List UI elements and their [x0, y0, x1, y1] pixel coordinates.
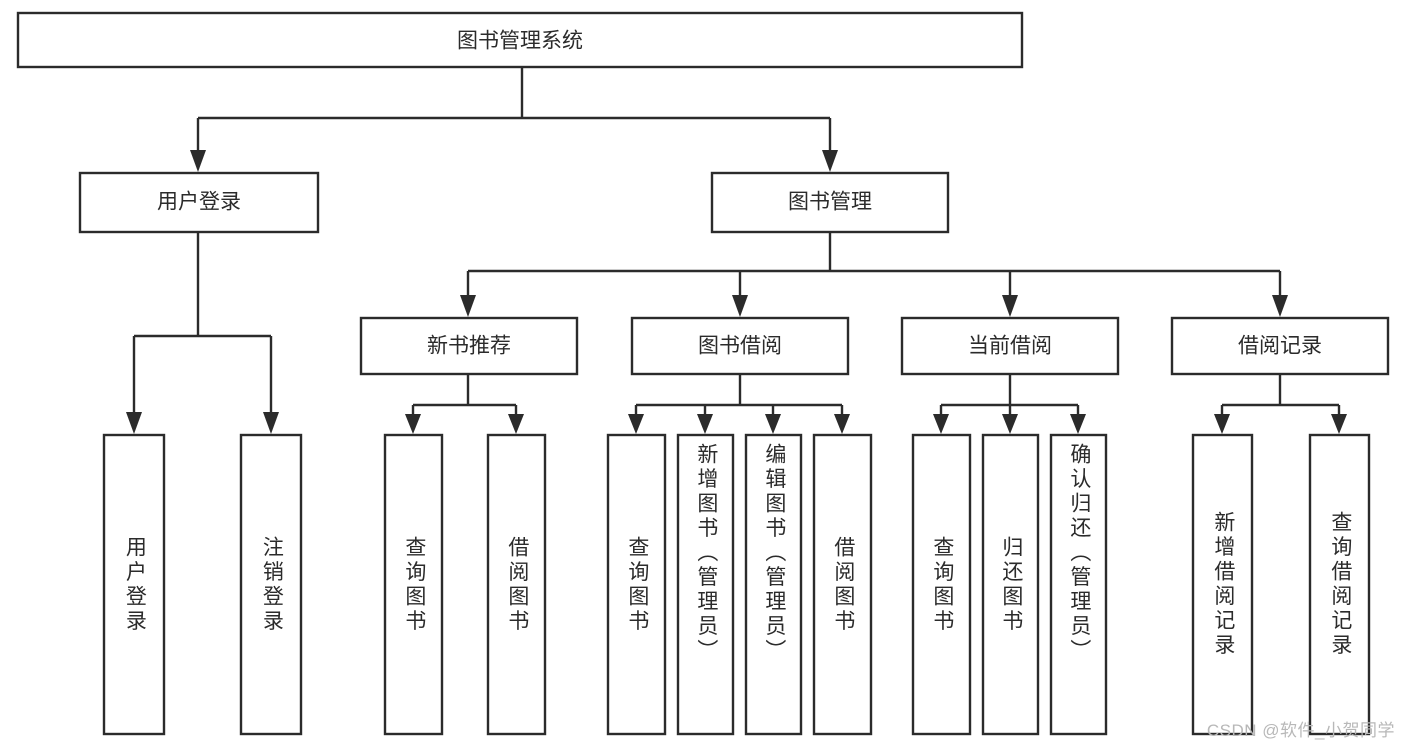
- connector-group-new-book-rec: [405, 374, 524, 434]
- arrow-head-new-book-rec: [460, 295, 476, 317]
- arrow-head-leaf-query-book-3: [933, 414, 949, 434]
- connector-group-borrow-record: [1214, 374, 1347, 434]
- arrow-head-book-mgmt: [822, 150, 838, 172]
- connector-group-book-mgmt: [460, 232, 1288, 317]
- node-label-current-borrow: 当前借阅: [968, 335, 1052, 358]
- arrow-head-leaf-borrow-book-2: [834, 414, 850, 434]
- arrow-head-leaf-query-book-1: [405, 414, 421, 434]
- node-label-borrow-record: 借阅记录: [1238, 335, 1322, 358]
- leaf-box-query-record[interactable]: [1308, 433, 1371, 736]
- connector-group-book-borrow: [628, 374, 850, 434]
- node-label-new-book-rec: 新书推荐: [427, 335, 511, 358]
- leaf-box-add-record[interactable]: [1191, 433, 1254, 736]
- node-label-root: 图书管理系统: [457, 30, 583, 53]
- node-box-book-mgmt[interactable]: [710, 171, 950, 234]
- arrow-head-leaf-borrow-book-1: [508, 414, 524, 434]
- node-box-borrow-record[interactable]: [1170, 316, 1390, 376]
- arrow-head-leaf-edit-book: [765, 414, 781, 434]
- arrow-head-leaf-add-record: [1214, 414, 1230, 434]
- arrow-head-leaf-confirm-return: [1070, 414, 1086, 434]
- connector-group-user-login: [126, 232, 279, 434]
- leaf-box-borrow-book-2[interactable]: [812, 433, 873, 736]
- leaf-box-add-book[interactable]: [676, 433, 735, 736]
- node-box-user-login[interactable]: [78, 171, 320, 234]
- node-label-book-borrow: 图书借阅: [698, 335, 782, 358]
- arrow-head-current-borrow: [1002, 295, 1018, 317]
- leaf-box-confirm-return[interactable]: [1049, 433, 1108, 736]
- node-label-user-login: 用户登录: [157, 191, 241, 214]
- node-box-root[interactable]: [16, 11, 1024, 69]
- node-label-book-mgmt: 图书管理: [788, 191, 872, 214]
- leaf-box-edit-book[interactable]: [744, 433, 803, 736]
- arrow-head-leaf-logout: [263, 412, 279, 434]
- leaf-box-borrow-book-1[interactable]: [486, 433, 547, 736]
- leaf-box-query-book-3[interactable]: [911, 433, 972, 736]
- arrow-head-leaf-query-record: [1331, 414, 1347, 434]
- connector-group-root: [190, 67, 838, 172]
- arrow-head-borrow-record: [1272, 295, 1288, 317]
- leaf-box-query-book-1[interactable]: [383, 433, 444, 736]
- node-box-new-book-rec[interactable]: [359, 316, 579, 376]
- leaf-box-query-book-2[interactable]: [606, 433, 667, 736]
- leaf-box-logout[interactable]: [239, 433, 303, 736]
- arrow-head-leaf-add-book: [697, 414, 713, 434]
- arrow-head-leaf-query-book-2: [628, 414, 644, 434]
- node-box-book-borrow[interactable]: [630, 316, 850, 376]
- arrow-head-user-login: [190, 150, 206, 172]
- leaf-box-user-login[interactable]: [102, 433, 166, 736]
- arrow-head-leaf-user-login: [126, 412, 142, 434]
- arrow-head-book-borrow: [732, 295, 748, 317]
- leaf-box-return-book[interactable]: [981, 433, 1040, 736]
- connector-group-current-borrow: [933, 374, 1086, 434]
- arrow-head-leaf-return-book: [1002, 414, 1018, 434]
- node-box-current-borrow[interactable]: [900, 316, 1120, 376]
